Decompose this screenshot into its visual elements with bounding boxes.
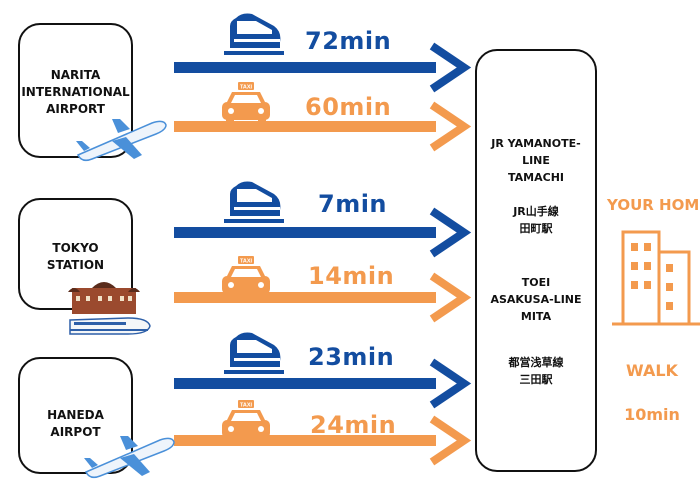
train-icon: [224, 181, 284, 223]
taxi-icon: TAXI: [222, 400, 270, 443]
station-toei-jp: 都営浅草線 三田駅: [508, 356, 564, 386]
train-icon: [224, 332, 284, 374]
train-icon: [224, 13, 284, 55]
walk-time: 10min: [624, 405, 680, 424]
airplane-icon: [76, 119, 167, 162]
arrow-narita-taxi: [174, 101, 472, 152]
station-toei-en: TOEI ASAKUSA-LINE MITA: [490, 276, 582, 323]
taxi-time-narita: 60min: [305, 93, 392, 121]
taxi-sign-text: TAXI: [240, 403, 253, 409]
taxi-time-haneda: 24min: [310, 411, 397, 439]
airplane-icon: [84, 436, 175, 479]
arrow-haneda-train: [174, 358, 472, 409]
tokyo-station-icon: [68, 282, 151, 335]
taxi-sign-text: TAXI: [240, 85, 253, 91]
walk-label: WALK: [626, 361, 678, 380]
origin-name: TOKYO STATION: [46, 241, 105, 272]
taxi-sign-text: TAXI: [240, 259, 253, 265]
station-jr-en: JR YAMANOTE- LINE TAMACHI: [491, 137, 581, 184]
building-icon: [612, 230, 700, 326]
arrow-tokyo-taxi: [174, 272, 472, 323]
train-time-haneda: 23min: [308, 343, 395, 371]
train-time-tokyo: 7min: [318, 190, 388, 218]
taxi-time-tokyo: 14min: [308, 262, 395, 290]
arrow-haneda-taxi: [174, 415, 472, 466]
origin-name: NARITA INTERNATIONAL AIRPORT: [21, 68, 130, 116]
destination-box: JR YAMANOTE- LINE TAMACHI JR山手線 田町駅 TOEI…: [475, 49, 597, 472]
origin-box-narita: NARITA INTERNATIONAL AIRPORT: [18, 23, 133, 158]
home-title: YOUR HOME: [607, 196, 700, 214]
walk-info: WALK 10min: [612, 338, 692, 448]
origin-name: HANEDA AIRPOT: [47, 408, 104, 439]
arrow-tokyo-train: [174, 207, 472, 258]
taxi-icon: TAXI: [222, 82, 270, 125]
arrow-narita-train: [174, 42, 472, 93]
taxi-icon: TAXI: [222, 256, 270, 299]
station-jr-jp: JR山手線 田町駅: [513, 205, 559, 235]
origin-box-haneda: HANEDA AIRPOT: [18, 357, 133, 474]
train-time-narita: 72min: [305, 27, 392, 55]
